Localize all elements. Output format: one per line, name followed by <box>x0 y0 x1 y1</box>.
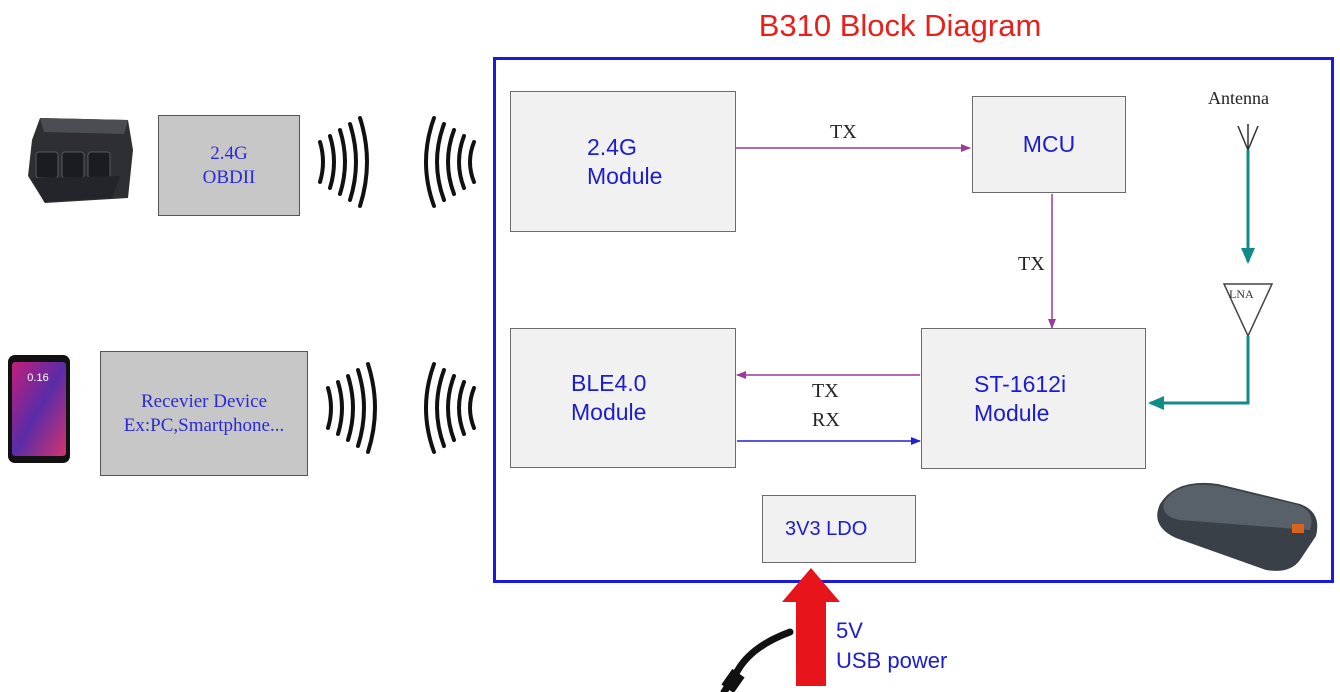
module-mcu: MCU <box>972 96 1126 193</box>
label-lna: LNA <box>1229 287 1254 301</box>
label-tx-st-ble: TX <box>812 380 839 402</box>
module-mcu-label: MCU <box>1022 131 1076 157</box>
module-st1612i: ST-1612i Module <box>921 328 1146 469</box>
phone-clock: 0.16 <box>27 372 49 384</box>
arrow-lna-to-st1612i <box>1148 336 1250 410</box>
module-st1612i-line2: Module <box>974 399 1050 426</box>
label-tx-mcu-st: TX <box>1018 253 1045 275</box>
wireless-waves-receiver-out <box>326 362 377 454</box>
b310-device-frame <box>493 57 1334 583</box>
label-tx-24g-mcu: TX <box>830 121 857 143</box>
label-antenna: Antenna <box>1208 88 1269 108</box>
wireless-waves-obd-in <box>424 116 476 208</box>
wireless-waves-receiver-in <box>424 362 476 454</box>
module-24g: 2.4G Module <box>510 91 736 232</box>
lna-amplifier-icon <box>1222 283 1274 338</box>
diagram-title: B310 Block Diagram <box>758 8 1042 43</box>
module-ble: BLE4.0 Module <box>510 328 736 468</box>
obdii-box-line2: OBDII <box>202 166 256 188</box>
module-st1612i-line1: ST-1612i <box>974 370 1067 397</box>
smartphone-image <box>8 355 70 463</box>
wireless-waves-obd-out <box>318 116 369 208</box>
obd-device-image <box>28 118 133 203</box>
antenna-icon <box>1237 124 1259 151</box>
module-ble-line1: BLE4.0 <box>571 370 647 396</box>
label-usb-power: USB power <box>836 648 948 673</box>
receiver-device-box: Recevier Device Ex:PC,Smartphone... <box>100 351 308 476</box>
obdii-24g-box: 2.4G OBDII <box>158 115 300 216</box>
b310-tracker-image <box>1157 482 1318 571</box>
receiver-box-line2: Ex:PC,Smartphone... <box>123 414 285 436</box>
obdii-box-line1: 2.4G <box>210 142 248 164</box>
module-24g-line1: 2.4G <box>587 133 637 160</box>
module-3v3-ldo: 3V3 LDO <box>762 495 916 563</box>
usb-cable-image <box>720 628 794 692</box>
receiver-box-line1: Recevier Device <box>140 390 268 412</box>
label-5v: 5V <box>836 618 863 643</box>
module-ldo-label: 3V3 LDO <box>785 517 868 540</box>
power-arrow <box>782 568 840 686</box>
label-rx-ble-st: RX <box>812 409 840 431</box>
module-24g-line2: Module <box>587 162 663 189</box>
module-ble-line2: Module <box>571 399 647 425</box>
